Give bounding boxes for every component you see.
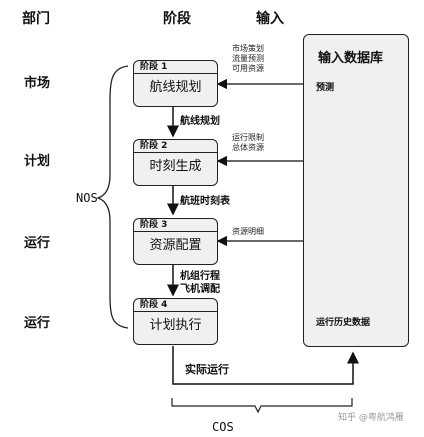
nos-bracket: [95, 65, 129, 329]
stage-4-box: 阶段 4 计划执行: [133, 298, 218, 345]
database-forecast: 预测: [316, 83, 335, 93]
dept-operations: 运行: [24, 236, 51, 251]
stage-4-head: 阶段 4: [134, 299, 217, 312]
stage-4-title: 计划执行: [149, 318, 202, 333]
cos-bracket: [171, 398, 353, 414]
stage-1-title: 航线规划: [149, 80, 202, 95]
stage-1-head: 阶段 1: [134, 61, 217, 74]
input-note: 可用资源: [232, 64, 264, 73]
dept-operations-2: 运行: [24, 316, 51, 331]
header-department: 部门: [22, 11, 50, 27]
flow-label-actual-operation: 实际运行: [185, 363, 229, 376]
flow-label-crew-itinerary: 机组行程: [180, 271, 220, 282]
database-history: 运行历史数据: [316, 318, 371, 328]
flow-label-timetable: 航班时刻表: [180, 196, 230, 207]
flow-label-aircraft-assignment: 飞机调配: [180, 284, 220, 295]
header-stage: 阶段: [163, 11, 191, 27]
stage-3-box: 阶段 3 资源配置: [133, 218, 218, 265]
flow-label-route-plan: 航线规划: [180, 116, 220, 127]
input-note: 总体资源: [232, 143, 264, 152]
dept-planning: 计划: [24, 154, 51, 169]
dept-market: 市场: [24, 76, 51, 91]
input-notes-stage-3: 资源明细: [232, 227, 264, 237]
input-note: 资源明细: [232, 227, 264, 236]
input-database: 输入数据库 预测 运行历史数据: [303, 34, 409, 347]
header-input: 输入: [256, 11, 284, 27]
stage-3-title: 资源配置: [149, 238, 202, 253]
watermark: 知乎 @粤航鸿雁: [338, 413, 404, 423]
input-note: 流量预测: [232, 54, 264, 63]
stage-2-box: 阶段 2 时刻生成: [133, 139, 218, 186]
input-notes-stage-1: 市场策划 流量预测 可用资源: [232, 44, 264, 74]
input-note: 市场策划: [232, 44, 264, 53]
cos-label: COS: [212, 420, 234, 434]
stage-2-head: 阶段 2: [134, 140, 217, 153]
input-notes-stage-2: 运行限制 总体资源: [232, 133, 264, 153]
stage-2-title: 时刻生成: [149, 159, 202, 174]
nos-label: NOS: [76, 191, 98, 205]
input-note: 运行限制: [232, 133, 264, 142]
stage-3-head: 阶段 3: [134, 219, 217, 232]
database-title: 输入数据库: [318, 51, 384, 66]
stage-1-box: 阶段 1 航线规划: [133, 60, 218, 107]
